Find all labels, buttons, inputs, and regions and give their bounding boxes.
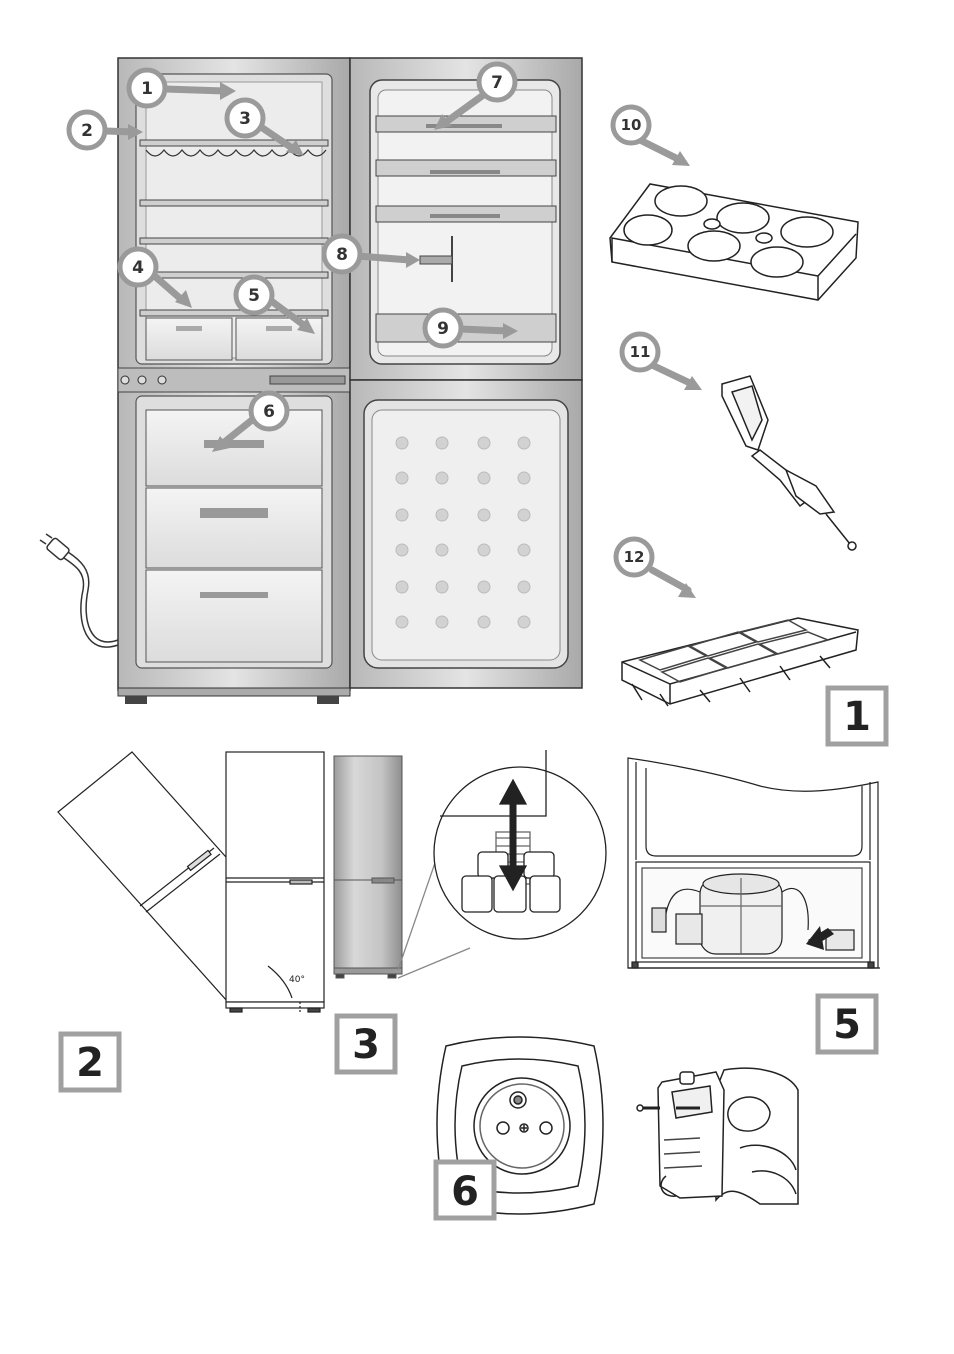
callout-5-label: 5 bbox=[248, 286, 260, 306]
door-dimple bbox=[478, 509, 490, 521]
figure-label-5-text: 5 bbox=[833, 1002, 861, 1048]
door-dimple bbox=[478, 437, 490, 449]
tilt-angle-label: 40° bbox=[289, 975, 305, 985]
callout-10: 10 bbox=[613, 107, 649, 143]
callout-12-label: 12 bbox=[624, 548, 645, 566]
door-dimple bbox=[518, 472, 530, 484]
fridge-side-view bbox=[334, 756, 402, 978]
callout-6-label: 6 bbox=[263, 402, 275, 422]
ice-tray-icon bbox=[622, 618, 858, 706]
door-dimple bbox=[436, 544, 448, 556]
callout-2: 2 bbox=[69, 112, 105, 148]
door-dimple bbox=[396, 544, 408, 556]
callout-1-label: 1 bbox=[141, 79, 153, 99]
callout-12: 12 bbox=[616, 539, 652, 575]
callout-1: 1 bbox=[129, 70, 165, 106]
figure-label-1-text: 1 bbox=[843, 694, 871, 740]
callout-9-label: 9 bbox=[437, 319, 449, 339]
door-dimple bbox=[396, 616, 408, 628]
hand-plug-icon bbox=[637, 1068, 798, 1204]
freezer-drawer-3 bbox=[146, 570, 322, 662]
door-dimple bbox=[478, 544, 490, 556]
crisper-left bbox=[146, 318, 232, 360]
door-dimple bbox=[518, 509, 530, 521]
door-dimple bbox=[436, 581, 448, 593]
callout-11-label: 11 bbox=[630, 343, 651, 361]
door-dimple bbox=[436, 437, 448, 449]
door-dimple bbox=[396, 437, 408, 449]
egg-tray-icon bbox=[610, 184, 858, 300]
door-dimple bbox=[518, 616, 530, 628]
figure-label-2-text: 2 bbox=[76, 1040, 104, 1086]
door-dimple bbox=[518, 581, 530, 593]
callout-9: 9 bbox=[425, 310, 461, 346]
ice-scoop-icon bbox=[722, 376, 856, 550]
figure-label-5: 5 bbox=[818, 996, 876, 1052]
callout-4-label: 4 bbox=[132, 258, 144, 278]
callout-7: 7 bbox=[479, 64, 515, 100]
callout-4: 4 bbox=[120, 249, 156, 285]
callout-3-label: 3 bbox=[239, 109, 251, 129]
figure-label-2: 2 bbox=[61, 1034, 119, 1090]
door-dimple bbox=[436, 509, 448, 521]
callout-11: 11 bbox=[622, 334, 658, 370]
figure-label-6: 6 bbox=[436, 1162, 494, 1218]
door-dimple bbox=[436, 472, 448, 484]
power-cord bbox=[40, 534, 118, 647]
callout-5: 5 bbox=[236, 277, 272, 313]
door-dimple bbox=[396, 472, 408, 484]
figure-label-6-text: 6 bbox=[451, 1169, 479, 1215]
callout-6: 6 bbox=[251, 393, 287, 429]
figure-label-3-text: 3 bbox=[352, 1022, 380, 1068]
door-dimple bbox=[478, 472, 490, 484]
callout-8-label: 8 bbox=[336, 245, 348, 265]
door-dimple bbox=[518, 544, 530, 556]
fridge-open-view bbox=[118, 58, 582, 704]
door-dimple bbox=[436, 616, 448, 628]
callout-2-label: 2 bbox=[81, 121, 93, 141]
tilt-diagram: 40° bbox=[58, 752, 324, 1014]
figure-label-3: 3 bbox=[337, 1016, 395, 1072]
door-dimple bbox=[478, 616, 490, 628]
door-dimple bbox=[518, 437, 530, 449]
foot-zoom-detail bbox=[398, 750, 606, 978]
figure-label-1: 1 bbox=[828, 688, 886, 744]
door-dimple bbox=[396, 509, 408, 521]
door-dimple bbox=[478, 581, 490, 593]
door-dimple bbox=[396, 581, 408, 593]
callout-7-label: 7 bbox=[491, 73, 503, 93]
callout-3: 3 bbox=[227, 100, 263, 136]
freezer-drawer-2 bbox=[146, 488, 322, 568]
callout-8: 8 bbox=[324, 236, 360, 272]
compressor-rear-view bbox=[628, 758, 880, 968]
callout-10-label: 10 bbox=[621, 116, 642, 134]
